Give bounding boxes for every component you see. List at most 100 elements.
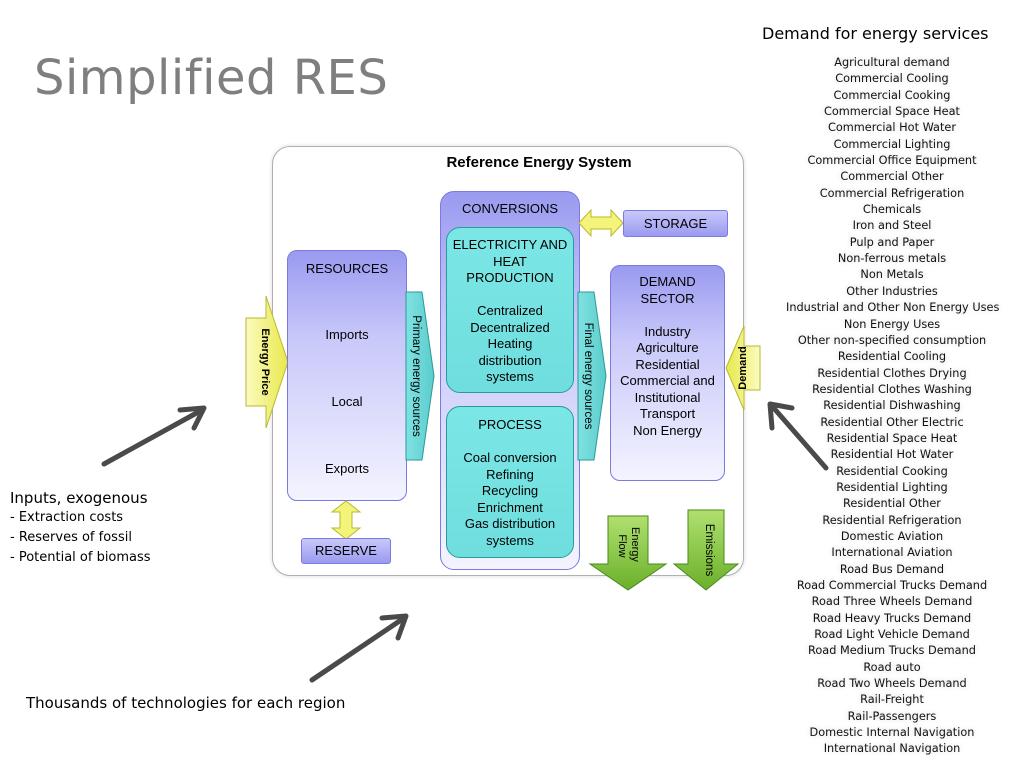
demand-arrow: Demand bbox=[725, 325, 761, 411]
demand-service-item: Road Medium Trucks Demand bbox=[808, 644, 976, 658]
demand-service-item: Non-ferrous metals bbox=[837, 252, 947, 266]
demand-service-item: Residential Hot Water bbox=[830, 448, 954, 462]
demand-service-item: Commercial Lighting bbox=[833, 137, 951, 151]
demand-service-item: Pulp and Paper bbox=[849, 235, 935, 249]
demand-service-item: International Aviation bbox=[831, 546, 953, 560]
storage-label: STORAGE bbox=[643, 216, 708, 231]
primary-energy-arrow: Primary energy sources bbox=[405, 291, 435, 461]
energy-flow-label: Energy Flow bbox=[616, 527, 641, 565]
process-line: Refining bbox=[486, 466, 534, 482]
demand-service-item: Road auto bbox=[863, 660, 921, 674]
demand-sector-line: Transport bbox=[639, 406, 696, 421]
final-energy-arrow: Final energy sources bbox=[577, 291, 607, 461]
resources-exports: Exports bbox=[324, 461, 370, 476]
demand-service-item: Residential Other bbox=[843, 497, 941, 511]
demand-sector-line: Non Energy bbox=[633, 422, 702, 438]
demand-service-item: Other Industries bbox=[846, 284, 938, 298]
emissions-label: Emissions bbox=[703, 524, 715, 577]
demand-service-item: International Navigation bbox=[823, 742, 961, 756]
technologies-note: Thousands of technologies for each regio… bbox=[26, 694, 346, 712]
resources-box: RESOURCES Imports Local Exports bbox=[287, 250, 407, 501]
demand-service-item: Other non-specified consumption bbox=[797, 333, 987, 347]
demand-arrow-label: Demand bbox=[737, 346, 749, 389]
storage-box: STORAGE bbox=[623, 210, 728, 237]
demand-sector-line: Institutional bbox=[634, 389, 701, 405]
energy-price-arrow: Energy Price bbox=[245, 295, 289, 429]
demand-service-item: Residential Space Heat bbox=[826, 431, 958, 445]
demand-sector-line: Agriculture bbox=[636, 340, 699, 355]
demand-service-item: Domestic Aviation bbox=[840, 529, 944, 543]
demand-sector-line: SECTOR bbox=[640, 290, 695, 306]
demand-service-item: Road Bus Demand bbox=[839, 562, 945, 576]
demand-service-item: Industrial and Other Non Energy Uses bbox=[786, 301, 1000, 315]
demand-service-item: Commercial Refrigeration bbox=[819, 186, 965, 200]
electricity-line: PRODUCTION bbox=[466, 270, 554, 285]
demand-service-item: Rail-Passengers bbox=[847, 709, 937, 723]
demand-service-item: Road Heavy Trucks Demand bbox=[812, 611, 972, 625]
demand-service-item: Residential Dishwashing bbox=[823, 399, 961, 413]
demand-service-item: Rail-Freight bbox=[860, 693, 924, 707]
process-line: PROCESS bbox=[478, 417, 542, 432]
demand-service-item: Commercial Office Equipment bbox=[807, 154, 977, 168]
inputs-item: - Reserves of fossil bbox=[10, 530, 132, 545]
reserve-box: RESERVE bbox=[301, 538, 391, 564]
electricity-line: Centralized bbox=[477, 303, 543, 318]
demand-service-item: Commercial Hot Water bbox=[828, 121, 956, 135]
demand-service-item: Road Commercial Trucks Demand bbox=[796, 579, 988, 592]
energy-price-label: Energy Price bbox=[259, 328, 271, 395]
emissions-arrow: Emissions bbox=[672, 509, 740, 591]
demand-service-item: Residential Refrigeration bbox=[822, 513, 962, 527]
electricity-line: Decentralized bbox=[470, 319, 550, 335]
pointer-arrow-technologies bbox=[309, 613, 409, 683]
pointer-arrow-inputs bbox=[101, 405, 207, 467]
demand-service-item: Non Metals bbox=[860, 268, 924, 282]
pointer-arrow-demand bbox=[767, 401, 829, 471]
demand-service-item: Residential Other Electric bbox=[820, 415, 964, 429]
primary-energy-label: Primary energy sources bbox=[410, 315, 422, 437]
inputs-item: - Extraction costs bbox=[10, 510, 124, 525]
demand-sector-line: Commercial and bbox=[620, 373, 715, 388]
demand-service-item: Commercial Cooling bbox=[835, 72, 949, 86]
demand-service-item: Residential Cooking bbox=[836, 464, 948, 478]
process-line: Recycling bbox=[481, 483, 539, 498]
demand-sector-line: Residential bbox=[635, 356, 700, 372]
demand-sector-line: Industry bbox=[644, 323, 691, 339]
demand-service-item: Commercial Space Heat bbox=[824, 105, 960, 119]
demand-service-item: Residential Clothes Drying bbox=[817, 366, 967, 380]
process-line: systems bbox=[486, 532, 534, 548]
resources-imports: Imports bbox=[325, 327, 369, 342]
demand-service-item: Domestic Internal Navigation bbox=[809, 726, 975, 740]
resources-label: RESOURCES bbox=[305, 261, 389, 276]
inputs-exogenous: Inputs, exogenous - Extraction costs - R… bbox=[10, 488, 151, 568]
inputs-item: - Potential of biomass bbox=[10, 550, 151, 565]
inputs-heading: Inputs, exogenous bbox=[10, 489, 148, 507]
demand-service-item: Commercial Cooking bbox=[833, 88, 951, 102]
electricity-line: systems bbox=[486, 369, 534, 384]
demand-service-item: Residential Lighting bbox=[836, 480, 948, 494]
reserve-label: RESERVE bbox=[315, 543, 377, 558]
demand-service-item: Non Energy Uses bbox=[843, 317, 941, 331]
slide-title: Simplified RES bbox=[34, 50, 389, 106]
electricity-line: HEAT bbox=[493, 253, 527, 269]
process-line: Enrichment bbox=[477, 499, 543, 515]
energy-flow-arrow: Energy Flow bbox=[588, 515, 668, 591]
final-energy-label: Final energy sources bbox=[582, 323, 594, 430]
demand-service-item: Iron and Steel bbox=[852, 219, 932, 233]
demand-service-item: Agricultural demand bbox=[834, 56, 950, 69]
demand-service-item: Residential Clothes Washing bbox=[812, 382, 972, 396]
demand-services-heading: Demand for energy services bbox=[762, 24, 989, 43]
demand-service-item: Commercial Other bbox=[840, 170, 944, 184]
demand-service-item: Residential Cooling bbox=[837, 350, 947, 364]
conversions-label: CONVERSIONS bbox=[461, 201, 559, 216]
process-line: Coal conversion bbox=[463, 450, 557, 465]
demand-sector-line: DEMAND bbox=[639, 274, 696, 289]
electricity-line: Heating bbox=[487, 336, 533, 351]
electricity-line: ELECTRICITY AND bbox=[452, 237, 568, 252]
